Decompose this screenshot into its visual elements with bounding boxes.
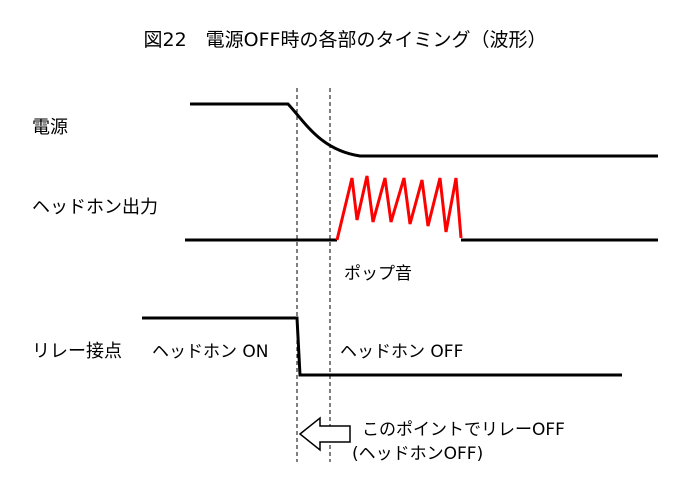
relay-contact-waveform [142,316,622,377]
headphone-output-signal-label: ヘッドホン出力 [32,197,158,218]
relay-contact-signal-label: リレー接点 [32,341,122,362]
relay-off-state-label: ヘッドホン OFF [340,342,463,362]
relay-off-point-note: このポイントでリレーOFF [362,420,565,440]
headphone-off-note: (ヘッドホンOFF) [352,444,483,464]
pop-noise-label: ポップ音 [344,264,412,284]
diagram-title: 図22 電源OFF時の各部のタイミング（波形） [144,29,547,51]
power-signal-label: 電源 [32,117,68,138]
power-waveform [190,102,658,158]
relay-on-state-label: ヘッドホン ON [152,342,269,362]
left-arrow-icon [298,416,351,452]
pop-noise-waveform [335,175,463,241]
